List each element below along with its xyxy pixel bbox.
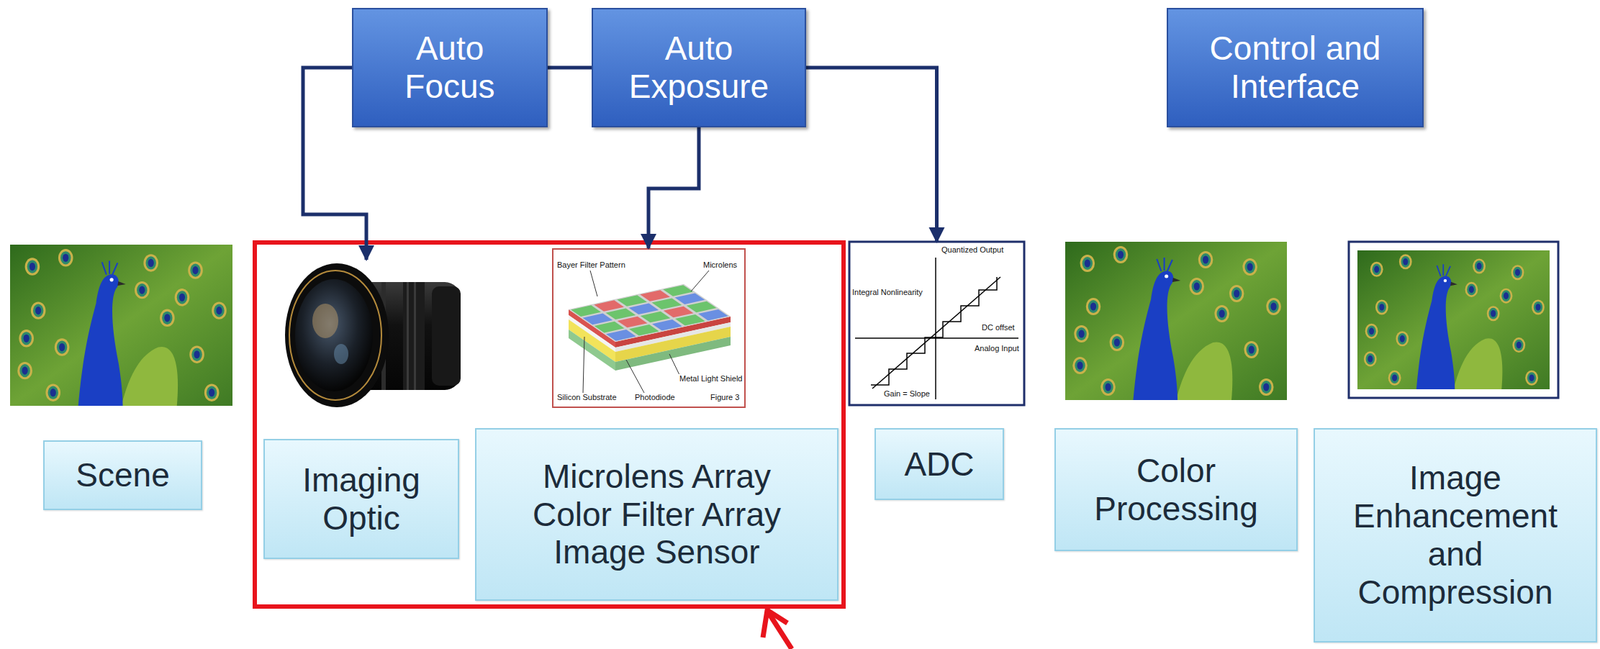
- pipeline-stage: ADC: [849, 241, 1025, 501]
- control-box: Control and Interface: [1166, 7, 1424, 128]
- label-text: Auto Exposure: [607, 29, 791, 106]
- label-text: Auto Focus: [382, 29, 518, 106]
- label-text: Control and Interface: [1189, 29, 1401, 106]
- pipeline-stage: Image Enhancement and Compression: [1313, 241, 1598, 643]
- part-label: Integral Nonlinearity: [850, 287, 925, 298]
- connector: [806, 67, 938, 242]
- label-text: Color Processing: [1068, 452, 1284, 529]
- label-text: Microlens Array Color Filter Array Image…: [512, 457, 802, 573]
- part-label: Figure 3: [708, 392, 741, 403]
- pipeline-stage: Scene: [10, 244, 233, 511]
- connector: [547, 66, 592, 70]
- control-box: Auto Focus: [351, 7, 548, 128]
- stage-label-box: Color Processing: [1054, 428, 1298, 552]
- control-box: Auto Exposure: [591, 7, 807, 128]
- adc-transfer-graph: [849, 241, 1025, 406]
- pipeline-stage: Imaging Optic: [263, 259, 470, 560]
- stage-label-box: ADC: [874, 428, 1005, 501]
- sensor-illustration: [552, 249, 745, 408]
- part-label: Bayer Filter Pattern: [555, 260, 627, 270]
- part-label: Gain = Slope: [882, 389, 932, 399]
- label-text: Image Enhancement and Compression: [1343, 459, 1567, 612]
- part-label: Photodiode: [633, 392, 677, 403]
- part-label: Analog Input: [973, 344, 1021, 354]
- stage-label-box: Scene: [43, 440, 203, 511]
- part-label: Quantized Output: [939, 245, 1005, 255]
- label-text: ADC: [904, 445, 974, 484]
- stage-label-box: Microlens Array Color Filter Array Image…: [475, 428, 839, 601]
- part-label: DC offset: [980, 323, 1017, 333]
- pipeline-stage: Color Processing: [1054, 241, 1298, 552]
- stage-label-box: Image Enhancement and Compression: [1313, 428, 1598, 643]
- label-text: Imaging Optic: [276, 461, 447, 538]
- label-text: Scene: [75, 456, 170, 495]
- lens-illustration: [285, 263, 461, 408]
- pipeline-stage: Microlens Array Color Filter Array Image…: [475, 248, 839, 601]
- connector: [648, 127, 699, 249]
- part-label: Silicon Substrate: [555, 392, 619, 403]
- stage-label-box: Imaging Optic: [263, 439, 460, 560]
- part-label: Microlens: [701, 260, 739, 270]
- part-label: Metal Light Shield: [678, 374, 744, 384]
